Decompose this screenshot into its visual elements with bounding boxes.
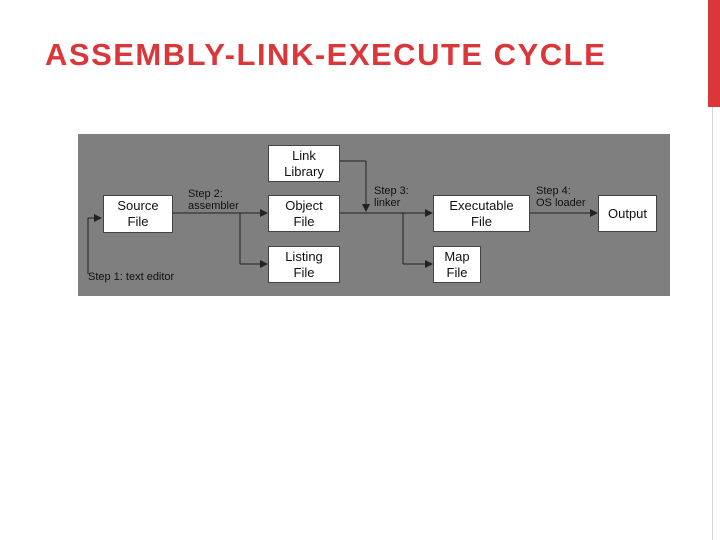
object-file-label: Object File (285, 197, 323, 229)
step1-label: Step 1: text editor (88, 271, 175, 283)
slide-title: ASSEMBLY-LINK-EXECUTE CYCLE (45, 37, 607, 72)
accent-divider (712, 107, 713, 540)
source-file-label: Source File (117, 198, 159, 229)
assembly-link-execute-diagram: Source File Link Library Object File Lis… (78, 134, 670, 296)
output-label: Output (607, 205, 648, 221)
executable-file-label: Executable File (449, 197, 514, 229)
step2-label: Step 2: assembler (188, 188, 239, 212)
output-node: Output (598, 195, 657, 232)
executable-file-node: Executable File (433, 195, 530, 232)
link-library-node: Link Library (268, 145, 340, 182)
link-library-label: Link Library (284, 147, 324, 179)
step3-label: Step 3: linker (374, 185, 409, 209)
object-file-node: Object File (268, 195, 340, 232)
accent-bar (708, 0, 720, 107)
step4-label: Step 4: OS loader (536, 185, 586, 209)
map-file-node: Map File (433, 246, 481, 283)
source-file-node: Source File (103, 195, 173, 233)
listing-file-node: Listing File (268, 246, 340, 283)
diagram-connectors (87, 160, 598, 274)
listing-file-label: Listing File (285, 248, 323, 280)
map-file-label: Map File (444, 248, 470, 280)
